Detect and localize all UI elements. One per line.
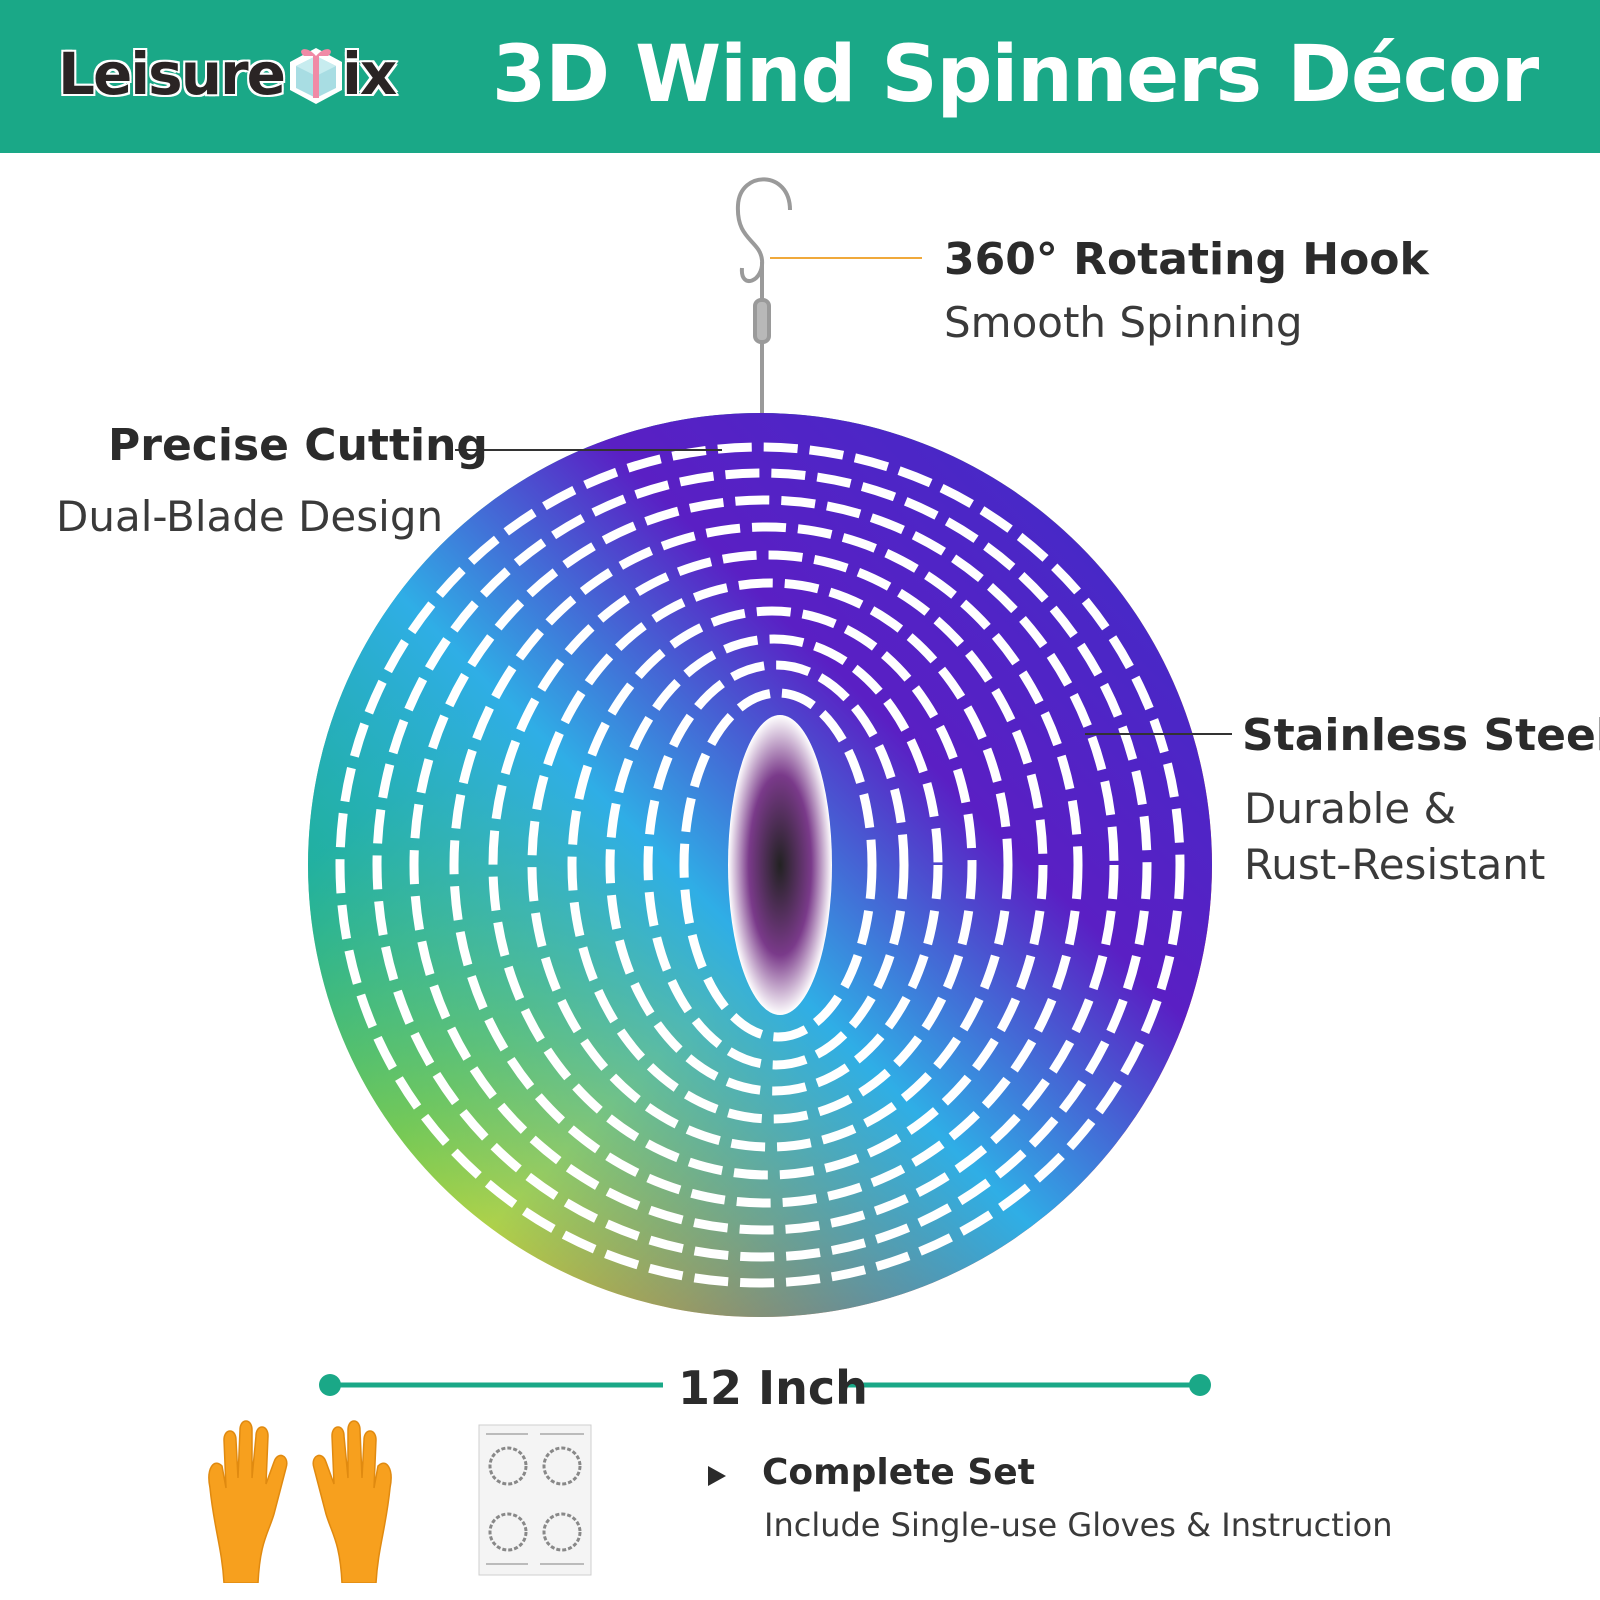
logo-text-main: Leisure (57, 39, 288, 110)
instruction-manual-icon (478, 1424, 592, 1576)
gift-box-icon (289, 48, 342, 104)
page-title: 3D Wind Spinners Décor (492, 30, 1539, 120)
gloves-icon (208, 1420, 392, 1583)
hook-feature-subtitle: Smooth Spinning (944, 298, 1303, 347)
size-label: 12 Inch (678, 1361, 868, 1415)
steel-feature-subtitle-line2: Rust-Resistant (1244, 840, 1546, 889)
hook-icon (735, 177, 792, 420)
cutting-feature-title: Precise Cutting (108, 420, 488, 471)
spinner-body (308, 413, 1212, 1317)
header-banner: Leisure ix 3D Wind Spinners Décor (0, 0, 1600, 153)
complete-set-subtitle: Include Single-use Gloves & Instruction (764, 1506, 1393, 1544)
hook-feature-title: 360° Rotating Hook (944, 234, 1429, 285)
play-triangle-icon (708, 1466, 726, 1486)
steel-feature-subtitle-line1: Durable & (1244, 784, 1457, 833)
complete-set-title: Complete Set (762, 1452, 1035, 1493)
dimension-line (319, 1374, 1211, 1396)
brand-logo: Leisure ix (57, 38, 399, 110)
logo-text-accent: ix (340, 39, 398, 110)
steel-feature-title: Stainless Steel (1242, 710, 1600, 761)
cutting-feature-subtitle: Dual-Blade Design (56, 492, 444, 541)
